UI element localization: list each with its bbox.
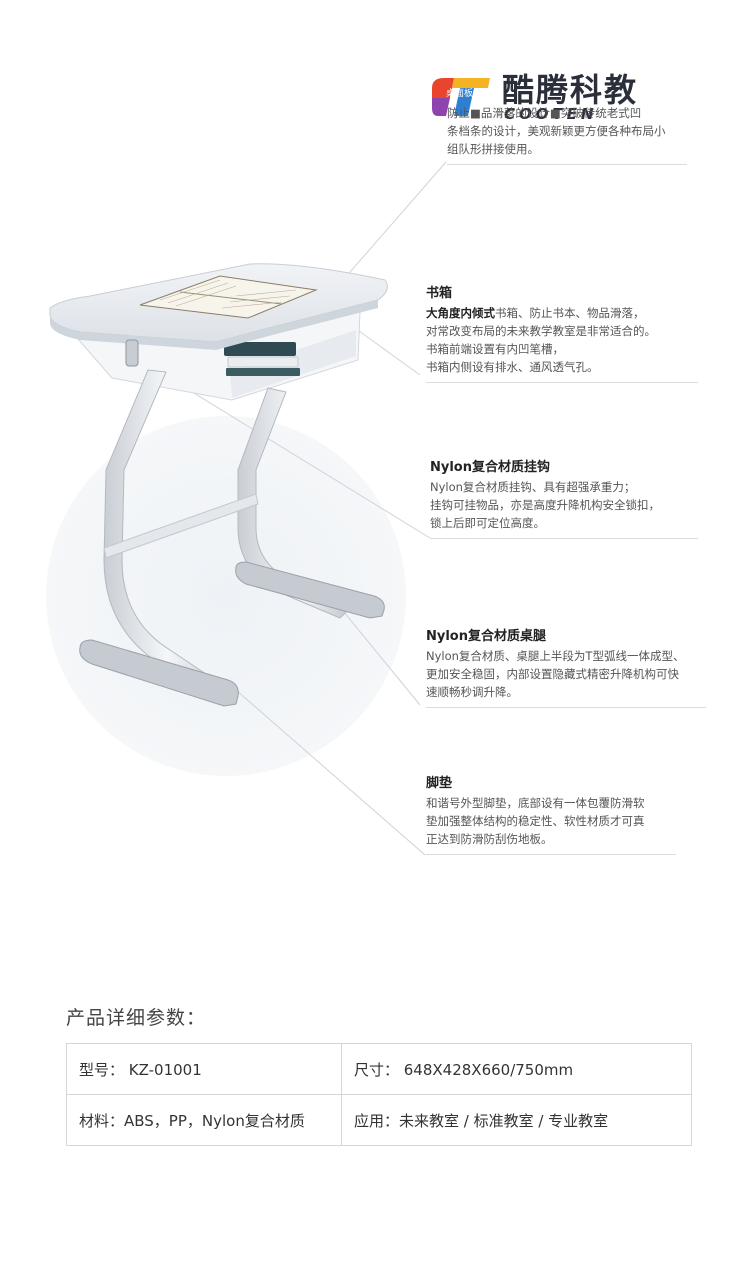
feature-book-box: 书箱 大角度内倾式书箱、防止书本、物品滑落， 对常改变布局的未来教学教室是非常适… <box>426 284 698 383</box>
param-material: 材料：ABS，PP，Nylon复合材质 <box>66 1094 342 1146</box>
feature-foot-pad-line-3: 正达到防滑防刮伤地板。 <box>426 832 553 846</box>
feature-foot-pad-line-2: 垫加强整体结构的稳定性、软性材质才可真 <box>426 814 645 828</box>
right-leg <box>237 387 351 619</box>
table-row: 材料：ABS，PP，Nylon复合材质 应用：未来教室 / 标准教室 / 专业教… <box>66 1094 692 1146</box>
params-heading: 产品详细参数： <box>66 1007 207 1029</box>
feature-foot-pad-line-1: 和谐号外型脚垫，底部设有一体包覆防滑软 <box>426 796 645 810</box>
feature-book-box-line-2: 对常改变布局的未来教学教室是非常适合的。 <box>426 324 656 338</box>
feature-desktop: 防止■品滑落的设计■突破传统老式凹 条档条的设计，美观新颖更方便各种布局小 组队… <box>447 104 692 165</box>
param-model: 型号： KZ-01001 <box>66 1043 342 1095</box>
right-foot-pad <box>235 561 385 619</box>
feature-book-box-lead: 大角度内倾式 <box>426 306 495 320</box>
books-in-box <box>224 342 296 356</box>
background-circle <box>46 416 406 776</box>
params-table: 型号： KZ-01001 尺寸： 648X428X660/750mm 材料：AB… <box>66 1043 692 1146</box>
hook <box>125 339 139 367</box>
feature-book-box-line-1: 书箱、防止书本、物品滑落， <box>495 306 645 320</box>
brand-name-cn: 酷腾科教 <box>502 71 639 109</box>
feature-leg-line-1: Nylon复合材质、桌腿上半段为T型弧线一体成型、 <box>426 649 685 663</box>
table-row: 型号： KZ-01001 尺寸： 648X428X660/750mm <box>66 1043 692 1095</box>
feature-hook-line-1: Nylon复合材质挂钩、具有超强承重力； <box>430 480 636 494</box>
feature-foot-pad-title: 脚垫 <box>426 776 453 791</box>
feature-book-box-line-3: 书箱前端设置有内凹笔槽， <box>426 342 564 356</box>
open-book <box>139 275 318 319</box>
brand-name-en: COOTEN <box>504 105 598 123</box>
feature-leg: Nylon复合材质桌腿 Nylon复合材质、桌腿上半段为T型弧线一体成型、 更加… <box>426 627 716 708</box>
feature-foot-pad: 脚垫 和谐号外型脚垫，底部设有一体包覆防滑软 垫加强整体结构的稳定性、软性材质才… <box>426 774 676 855</box>
brand-mark-text: 桌面板 <box>446 87 473 99</box>
feature-leg-title: Nylon复合材质桌腿 <box>426 629 546 644</box>
feature-desktop-line-2: 条档条的设计，美观新颖更方便各种布局小 <box>447 124 666 138</box>
brand-logo: 桌面板 酷腾科教 COOTEN <box>432 72 672 128</box>
param-size: 尺寸： 648X428X660/750mm <box>341 1043 692 1095</box>
feature-desktop-line-3: 组队形拼接使用。 <box>447 142 539 156</box>
feature-leg-line-3: 速顺畅秒调升降。 <box>426 685 518 699</box>
feature-leg-line-2: 更加安全稳固，内部设置隐藏式精密升降机构可快 <box>426 667 679 681</box>
left-foot-pad <box>79 639 239 707</box>
brand-mark-icon: 桌面板 <box>432 78 490 116</box>
param-application: 应用：未来教室 / 标准教室 / 专业教室 <box>341 1094 692 1146</box>
feature-desktop-line-1: 防止■品滑落的设计■突破传统老式凹 <box>447 106 642 120</box>
crossbar <box>103 493 259 559</box>
feature-book-box-line-4: 书箱内侧设有排水、通风透气孔。 <box>426 360 599 374</box>
feature-hook: Nylon复合材质挂钩 Nylon复合材质挂钩、具有超强承重力； 挂钩可挂物品，… <box>430 458 698 539</box>
feature-hook-title: Nylon复合材质挂钩 <box>430 460 550 475</box>
feature-hook-line-2: 挂钩可挂物品，亦是高度升降机构安全锁扣， <box>430 498 660 512</box>
desk-illustration <box>46 161 447 856</box>
feature-book-box-title: 书箱 <box>426 286 453 301</box>
feature-hook-line-3: 锁上后即可定位高度。 <box>430 516 545 530</box>
